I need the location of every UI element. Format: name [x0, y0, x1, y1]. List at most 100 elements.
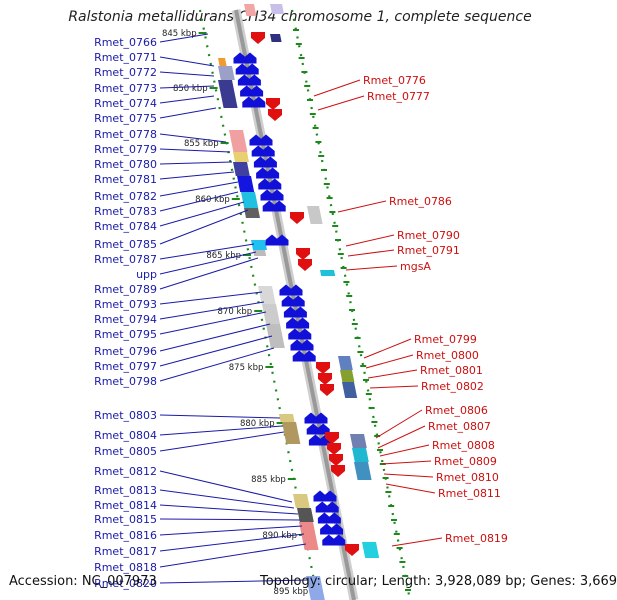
forward-leader-line	[159, 201, 245, 227]
reverse-gene-label: Rmet_0799	[414, 333, 477, 346]
reverse-gene-label: Rmet_0800	[416, 349, 479, 362]
reverse-gene-label: Rmet_0776	[363, 74, 426, 87]
forward-gene-label: Rmet_0796	[94, 345, 157, 358]
reverse-leader-line	[383, 473, 434, 478]
reverse-gene-label: Rmet_0810	[436, 471, 499, 484]
forward-gene-label: Rmet_0782	[94, 190, 157, 203]
feature-block	[319, 270, 336, 276]
forward-leader-line	[159, 347, 275, 382]
reverse-gene-arrow	[329, 454, 343, 466]
feature-block	[292, 494, 310, 508]
forward-gene-label: Rmet_0780	[94, 158, 157, 171]
forward-leader-line	[159, 148, 231, 153]
forward-leader-line	[159, 56, 215, 67]
feature-block	[354, 462, 372, 480]
reverse-gene-label: Rmet_0790	[397, 229, 460, 242]
forward-gene-label: Rmet_0793	[94, 298, 157, 311]
label-leader-lines	[159, 33, 443, 584]
reverse-gene-label: Rmet_0777	[367, 90, 430, 103]
forward-gene-label: Rmet_0774	[94, 97, 157, 110]
forward-gene-arrow	[302, 350, 316, 362]
forward-gene-label: Rmet_0812	[94, 465, 157, 478]
forward-gene-arrow	[286, 317, 300, 329]
feature-block	[299, 522, 319, 550]
feature-block	[338, 356, 353, 370]
forward-gene-arrow	[317, 512, 331, 524]
reverse-leader-line	[375, 409, 423, 439]
reverse-leader-line	[363, 338, 412, 359]
reverse-leader-line	[377, 425, 426, 449]
scale-tick-label: 865 kbp	[206, 251, 241, 261]
scale-tick-label: 850 kbp	[173, 84, 208, 94]
forward-gene-arrow	[300, 339, 314, 351]
forward-gene-arrow	[296, 317, 310, 329]
reverse-leader-line	[365, 354, 414, 369]
forward-gene-arrow	[316, 423, 330, 435]
reverse-leader-line	[367, 369, 418, 379]
forward-gene-arrow	[325, 501, 339, 513]
reverse-gene-arrow	[266, 98, 280, 110]
reverse-gene-label: Rmet_0807	[428, 420, 491, 433]
forward-gene-arrow	[306, 423, 320, 435]
forward-leader-line	[159, 518, 301, 521]
forward-gene-label: Rmet_0794	[94, 313, 157, 326]
forward-gene-arrow	[298, 328, 312, 340]
forward-gene-label: Rmet_0783	[94, 205, 157, 218]
forward-gene-arrow	[262, 200, 276, 212]
feature-block	[270, 4, 284, 14]
left-dotted-line	[198, 9, 320, 600]
scale-dots	[198, 9, 412, 600]
feature-block	[262, 304, 280, 324]
reverse-gene-label: Rmet_0819	[445, 532, 508, 545]
forward-gene-label: Rmet_0795	[94, 328, 157, 341]
forward-gene-arrow	[260, 189, 274, 201]
forward-gene-arrow	[315, 501, 329, 513]
scale-tick-label: 860 kbp	[195, 195, 230, 205]
forward-gene-label: Rmet_0772	[94, 66, 157, 79]
reverse-leader-line	[347, 249, 395, 257]
feature-block	[241, 192, 259, 208]
feature-block	[352, 448, 369, 462]
forward-gene-arrow	[313, 490, 327, 502]
feature-block	[266, 324, 285, 348]
forward-gene-label: Rmet_0784	[94, 220, 157, 233]
feature-block	[218, 66, 235, 80]
reverse-leader-line	[369, 385, 419, 389]
forward-leader-line	[159, 311, 267, 335]
reverse-gene-label: Rmet_0811	[438, 487, 501, 500]
forward-gene-arrow	[259, 134, 273, 146]
reverse-gene-arrow	[316, 362, 330, 374]
forward-gene-arrow	[275, 234, 289, 246]
reverse-gene-label: Rmet_0802	[421, 380, 484, 393]
forward-gene-arrow	[256, 167, 270, 179]
forward-gene-arrow	[270, 189, 284, 201]
forward-gene-label: Rmet_0781	[94, 173, 157, 186]
reverse-leader-line	[379, 444, 430, 457]
feature-block	[279, 414, 295, 422]
forward-gene-arrow	[281, 295, 295, 307]
reverse-gene-label: Rmet_0791	[397, 244, 460, 257]
forward-gene-arrow	[279, 284, 293, 296]
reverse-leader-line	[313, 79, 361, 97]
scale-tick-label: 845 kbp	[162, 29, 197, 39]
forward-gene-label: Rmet_0775	[94, 112, 157, 125]
accession-text: Accession: NC_007973	[9, 574, 157, 589]
forward-gene-label: Rmet_0773	[94, 82, 157, 95]
forward-gene-arrow	[245, 63, 259, 75]
feature-block	[233, 152, 249, 162]
forward-gene-arrow	[304, 412, 318, 424]
forward-gene-label: Rmet_0804	[94, 429, 157, 442]
forward-gene-arrow	[288, 328, 302, 340]
forward-gene-arrow	[293, 306, 307, 318]
forward-gene-label: Rmet_0803	[94, 409, 157, 422]
feature-block	[282, 422, 301, 444]
forward-gene-arrow	[233, 52, 247, 64]
forward-gene-label: Rmet_0816	[94, 529, 157, 542]
forward-gene-arrow	[250, 85, 264, 97]
forward-leader-line	[159, 543, 307, 568]
forward-gene-arrow	[327, 512, 341, 524]
forward-leader-line	[159, 209, 249, 245]
forward-gene-arrow	[237, 74, 251, 86]
forward-gene-label: Rmet_0820	[94, 577, 157, 590]
